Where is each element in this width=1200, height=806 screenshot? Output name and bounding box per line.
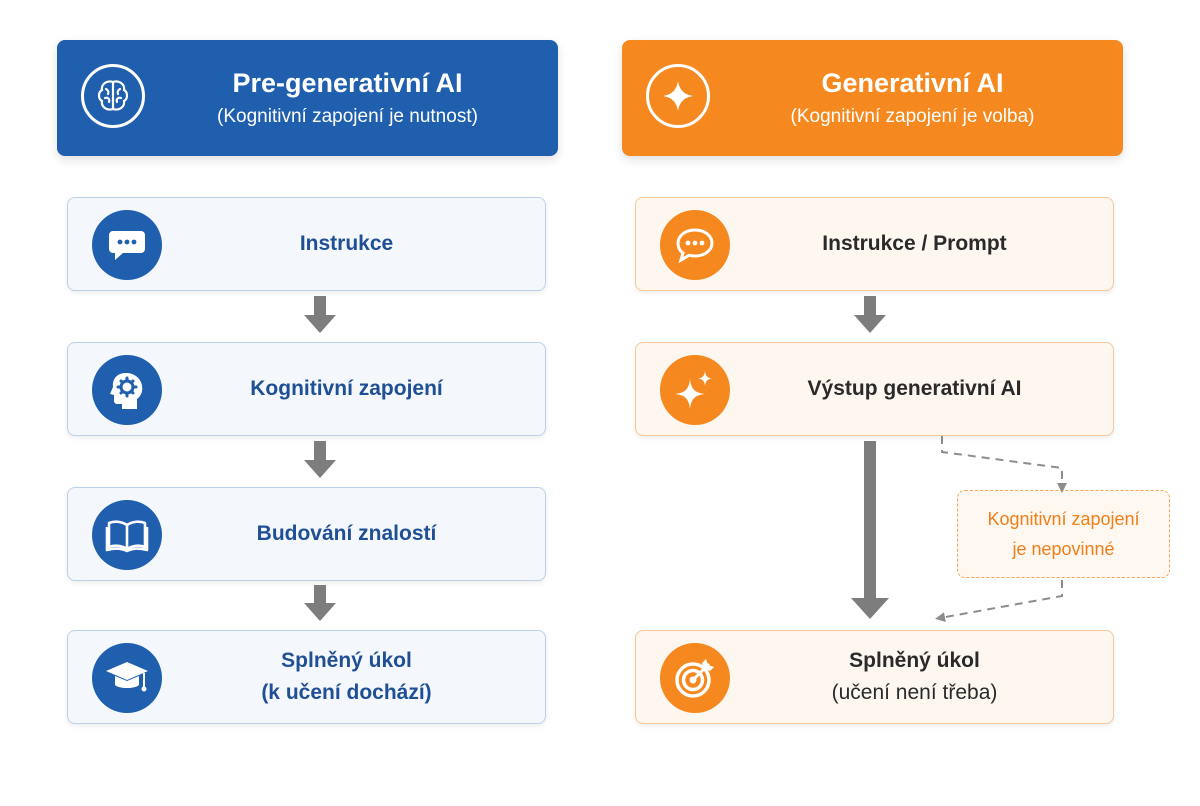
optional-cognitive-box: Kognitivní zapojení je nepovinné — [957, 490, 1170, 578]
down-arrow — [304, 585, 336, 621]
sparkles-icon — [660, 355, 730, 425]
header-subtitle: (Kognitivní zapojení je nutnost) — [217, 106, 478, 127]
down-arrow — [304, 296, 336, 333]
sparkle-icon — [646, 64, 710, 128]
step-instrukce: Instrukce — [67, 197, 546, 291]
step-instrukce-prompt: Instrukce / Prompt — [635, 197, 1114, 291]
long-down-arrow — [851, 441, 889, 619]
step-label: Instrukce — [299, 232, 394, 255]
step-label: Instrukce / Prompt — [822, 232, 1007, 255]
header-subtitle: (Kognitivní zapojení je volba) — [790, 106, 1035, 127]
step-sublabel: (k učení dochází) — [261, 681, 432, 704]
optional-line1: Kognitivní zapojení — [987, 509, 1140, 529]
head-gear-icon — [92, 355, 162, 425]
graduation-cap-icon — [92, 643, 162, 713]
dashed-arrow-to-optional — [941, 436, 1067, 493]
step-label: Kognitivní zapojení — [250, 377, 443, 400]
down-arrow — [854, 296, 886, 333]
dashed-arrow-from-optional — [935, 580, 1063, 623]
step-label: Budování znalostí — [256, 522, 437, 545]
step-sublabel: (učení není třeba) — [831, 681, 998, 704]
optional-line2: je nepovinné — [1012, 539, 1115, 559]
step-vystup-generativni-ai: Výstup generativní AI — [635, 342, 1114, 436]
chat-bubble-icon — [660, 210, 730, 280]
step-label: Splněný úkol — [849, 649, 980, 672]
brain-icon — [81, 64, 145, 128]
step-label: Splněný úkol — [281, 649, 412, 672]
book-icon — [92, 500, 162, 570]
header-title: Generativní AI — [821, 68, 1004, 98]
header-title: Pre-generativní AI — [232, 68, 463, 98]
step-splneny-ukol-gen: Splněný úkol (učení není třeba) — [635, 630, 1114, 724]
target-icon — [660, 643, 730, 713]
chat-bubble-icon — [92, 210, 162, 280]
generative-header: Generativní AI (Kognitivní zapojení je v… — [622, 40, 1123, 156]
step-splneny-ukol: Splněný úkol (k učení dochází) — [67, 630, 546, 724]
step-label: Výstup generativní AI — [807, 377, 1022, 400]
pre-generative-header: Pre-generativní AI (Kognitivní zapojení … — [57, 40, 558, 156]
down-arrow — [304, 441, 336, 478]
step-budovani-znalosti: Budování znalostí — [67, 487, 546, 581]
step-kognitivni-zapojeni: Kognitivní zapojení — [67, 342, 546, 436]
